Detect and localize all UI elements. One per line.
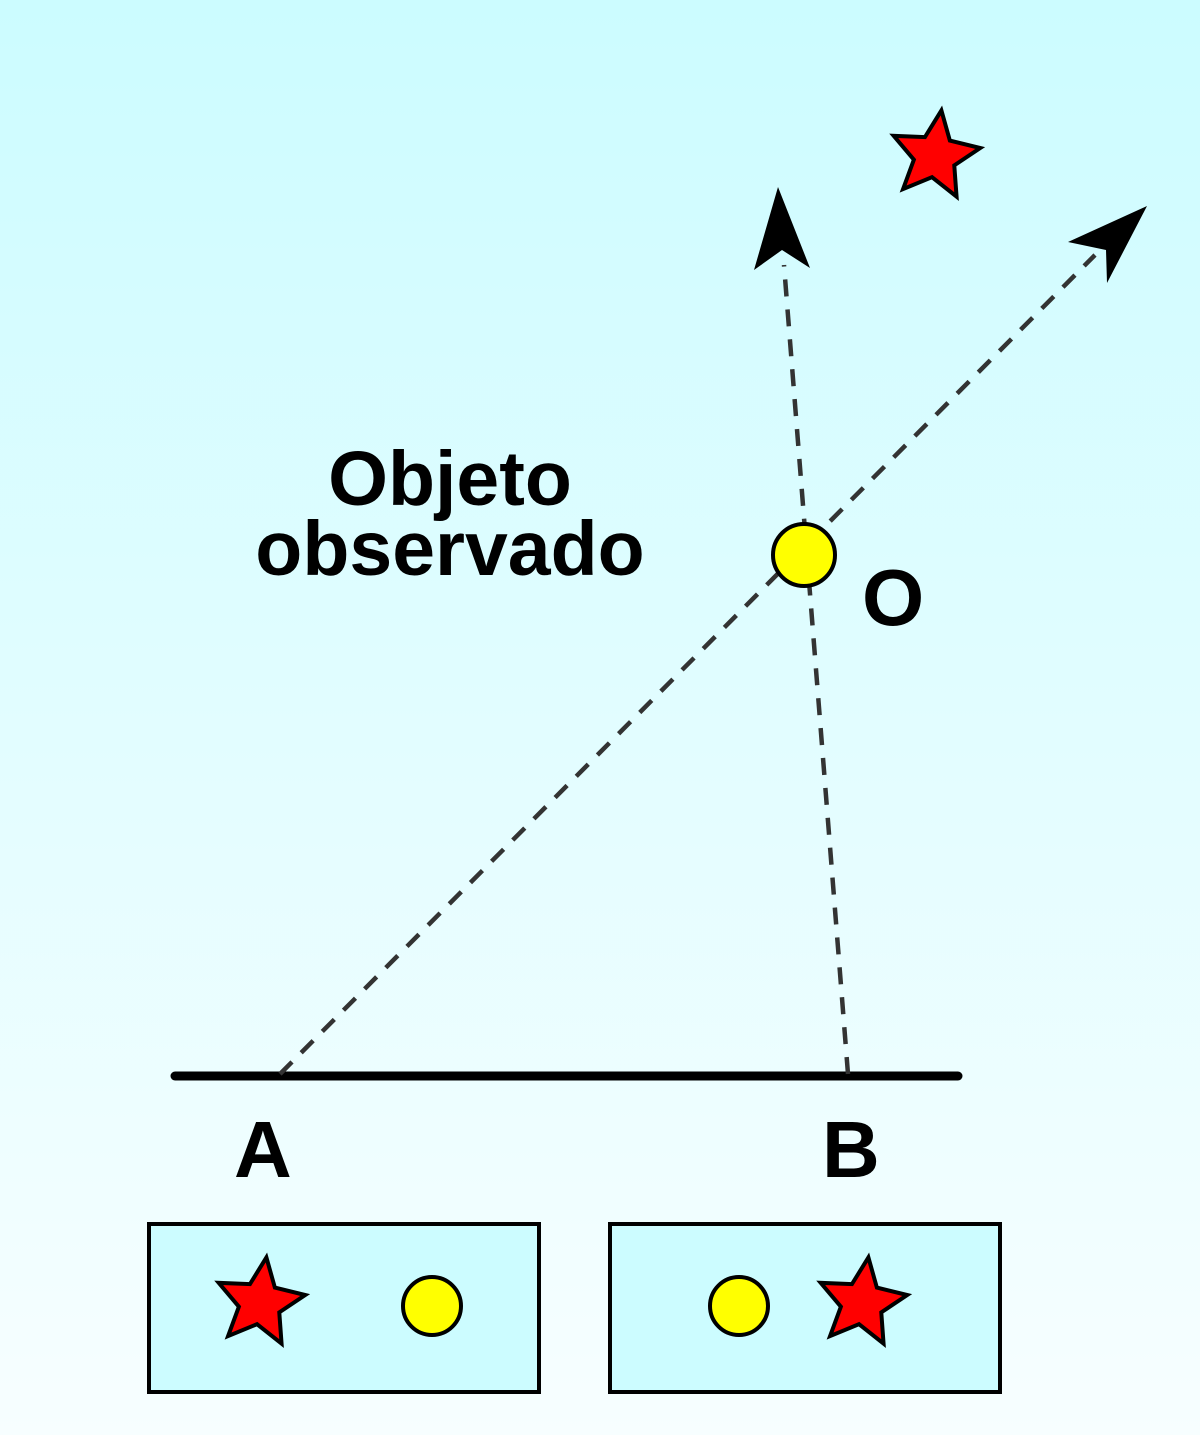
yellow-circle-icon xyxy=(771,522,837,588)
red-star-icon xyxy=(884,102,987,201)
arrowhead-a xyxy=(1068,206,1147,283)
yellow-circle-icon xyxy=(708,1275,770,1337)
sight-line-b xyxy=(781,264,851,1075)
point-b-label: B xyxy=(822,1105,880,1194)
point-o-label: O xyxy=(862,553,925,642)
yellow-circle-icon xyxy=(401,1275,463,1337)
sight-line-a xyxy=(278,253,1097,1076)
object-label-line1: Objeto xyxy=(328,436,572,522)
object-label: Objeto observado xyxy=(232,436,668,592)
point-a-label: A xyxy=(234,1105,292,1194)
object-label-line2: observado xyxy=(255,506,645,592)
view-panel-b xyxy=(608,1222,1002,1394)
view-panel-a xyxy=(147,1222,541,1394)
arrowhead-b xyxy=(754,187,810,270)
